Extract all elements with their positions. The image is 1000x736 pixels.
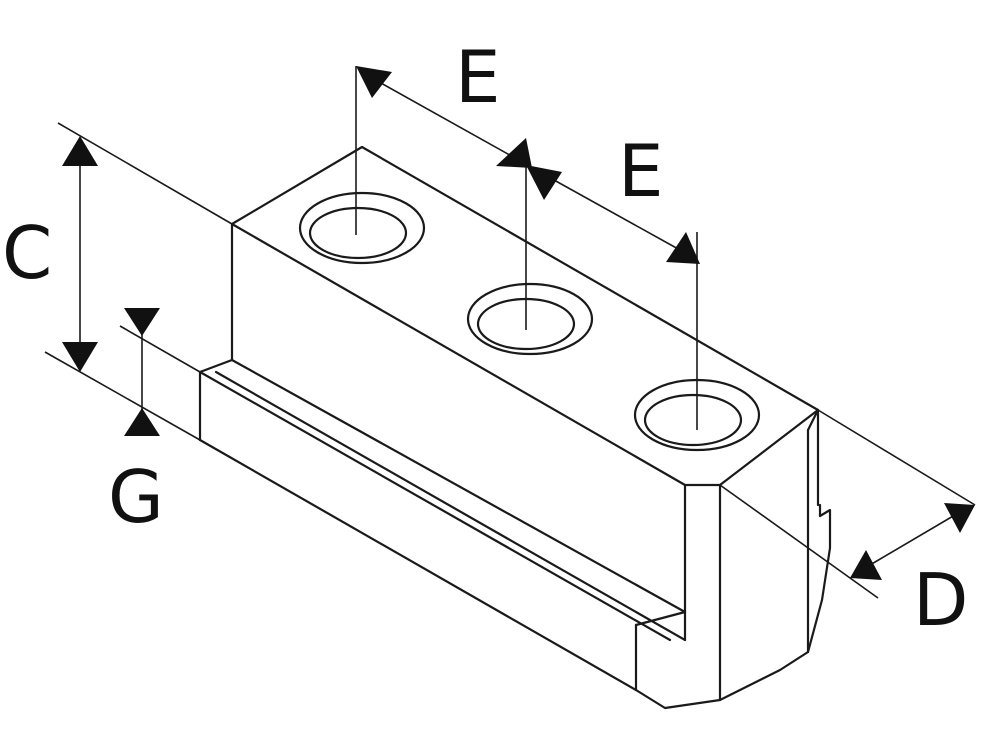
tongue-bottom-edge (198, 438, 638, 692)
label-g: G (108, 455, 164, 539)
upper-bottom-edge (230, 358, 687, 614)
tongue-end (634, 610, 687, 642)
tongue-top-edge (198, 370, 672, 642)
dimension-e-mid (526, 165, 700, 430)
arrow-d-bottom (850, 550, 882, 580)
jaw-body (198, 145, 832, 710)
arrow-d-top (944, 503, 975, 533)
holes (298, 191, 761, 452)
arrow-e2-end (666, 232, 700, 264)
top-face (230, 145, 820, 487)
arrow-c-top (62, 136, 98, 166)
label-e-top: E (455, 35, 501, 119)
label-c: C (2, 211, 52, 295)
arrow-g-bottom (124, 408, 160, 436)
arrow-g-top (124, 308, 160, 336)
hole-1 (298, 191, 426, 265)
end-chamfer-top (806, 408, 820, 432)
tongue-inner-edge (214, 370, 687, 642)
arrow-e2-start (526, 165, 562, 200)
dimension-d (719, 409, 976, 599)
arrow-e1-start (356, 66, 392, 98)
bottom-profile (634, 503, 832, 710)
arrow-c-bottom (62, 342, 98, 372)
hole-2 (466, 282, 594, 356)
label-e-mid: E (618, 129, 664, 213)
dimension-e-top (355, 66, 532, 330)
dimension-g (119, 308, 201, 436)
arrow-e1-end (496, 138, 532, 168)
label-d: D (913, 558, 968, 642)
dimension-c (44, 122, 233, 441)
